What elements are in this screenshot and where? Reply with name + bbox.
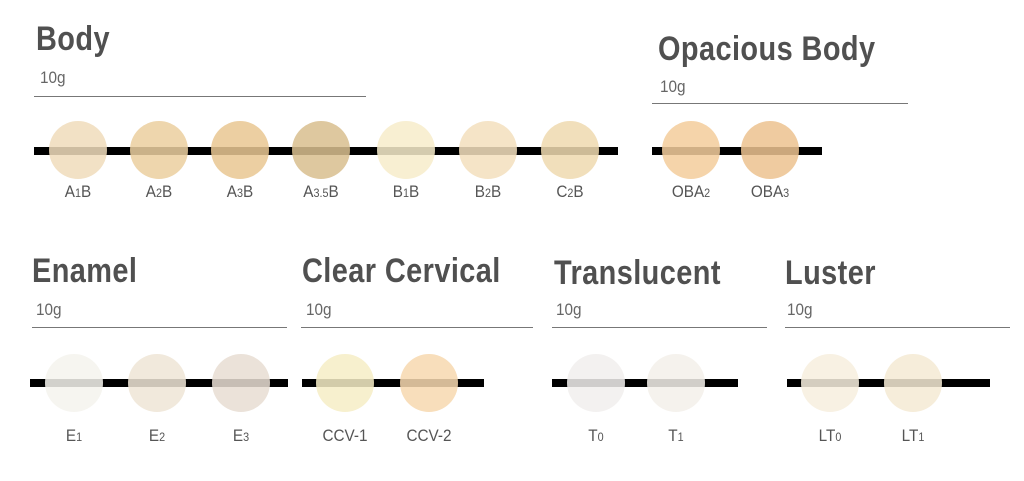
luster-weight: 10g: [787, 300, 813, 319]
shade-swatch: [377, 121, 435, 179]
shade-name: A: [303, 182, 314, 201]
shade-swatch: [459, 121, 517, 179]
shade-label: OBA2: [655, 182, 727, 202]
shade-subscript: 3.5: [313, 186, 329, 200]
shade-label: E2: [121, 426, 193, 446]
clear-cervical-title: Clear Cervical: [302, 252, 501, 290]
opacious-body-weight: 10g: [660, 77, 686, 96]
shade-swatch: [128, 354, 186, 412]
shade-subscript: 2: [484, 186, 492, 200]
shade-swatch: [541, 121, 599, 179]
opacious-body-divider: [652, 103, 908, 104]
body-divider: [34, 96, 366, 97]
shade-suffix: B: [328, 182, 339, 201]
shade-subscript: 3: [236, 186, 244, 200]
shade-name: CCV-2: [406, 426, 452, 445]
shade-name: A: [64, 182, 75, 201]
shade-name: E: [65, 426, 77, 445]
shade-name: A: [145, 182, 156, 201]
shade-swatch: [884, 354, 942, 412]
shade-label: CCV-1: [309, 426, 381, 446]
shade-name: C: [556, 182, 568, 201]
shade-label: T1: [640, 426, 712, 446]
shade-subscript: 3: [783, 186, 790, 200]
shade-subscript: 1: [402, 186, 410, 200]
enamel-divider: [32, 327, 287, 328]
enamel-weight: 10g: [36, 300, 62, 319]
shade-label: A2B: [123, 182, 195, 202]
body-title: Body: [36, 20, 110, 58]
shade-swatch: [212, 354, 270, 412]
shade-swatch: [316, 354, 374, 412]
shade-swatch: [130, 121, 188, 179]
shade-name: LT: [818, 426, 836, 445]
shade-swatch: [647, 354, 705, 412]
shade-subscript: 2: [567, 186, 574, 200]
shade-swatch: [567, 354, 625, 412]
shade-name: E: [232, 426, 244, 445]
shade-label: A3B: [204, 182, 276, 202]
shade-label: B1B: [370, 182, 442, 202]
shade-swatch: [400, 354, 458, 412]
shade-label: T0: [560, 426, 632, 446]
shade-label: A3.5B: [285, 182, 357, 202]
shade-suffix: B: [409, 182, 420, 201]
shade-name: B: [474, 182, 485, 201]
shade-subscript: 1: [677, 430, 684, 444]
shade-label: LT0: [794, 426, 866, 446]
luster-title: Luster: [785, 254, 876, 292]
shade-swatch: [662, 121, 720, 179]
shade-subscript: 1: [74, 186, 82, 200]
shade-label: E3: [205, 426, 277, 446]
shade-swatch: [741, 121, 799, 179]
clear-cervical-bar: [302, 379, 484, 387]
shade-subscript: 0: [835, 430, 842, 444]
body-weight: 10g: [40, 68, 66, 87]
translucent-bar: [552, 379, 738, 387]
opacious-body-bar: [652, 147, 822, 155]
shade-label: LT1: [877, 426, 949, 446]
clear-cervical-weight: 10g: [306, 300, 332, 319]
shade-swatch: [45, 354, 103, 412]
shade-suffix: B: [162, 182, 173, 201]
shade-name: B: [392, 182, 403, 201]
shade-label: CCV-2: [393, 426, 465, 446]
shade-label: E1: [38, 426, 110, 446]
shade-suffix: B: [491, 182, 502, 201]
shade-subscript: 2: [704, 186, 711, 200]
shade-label: C2B: [534, 182, 606, 202]
shade-swatch: [292, 121, 350, 179]
shade-name: OBA: [750, 182, 784, 201]
enamel-title: Enamel: [32, 252, 138, 290]
shade-name: CCV-1: [322, 426, 368, 445]
shade-subscript: 2: [155, 186, 163, 200]
opacious-body-title: Opacious Body: [658, 30, 876, 68]
translucent-divider: [552, 327, 767, 328]
shade-name: OBA: [671, 182, 705, 201]
clear-cervical-divider: [301, 327, 533, 328]
shade-swatch: [801, 354, 859, 412]
shade-label: A1B: [42, 182, 114, 202]
shade-subscript: 1: [918, 430, 925, 444]
shade-name: T: [668, 426, 678, 445]
shade-label: OBA3: [734, 182, 806, 202]
luster-divider: [785, 327, 1010, 328]
shade-subscript: 2: [159, 430, 166, 444]
shade-suffix: B: [81, 182, 92, 201]
translucent-title: Translucent: [554, 254, 721, 292]
shade-label: B2B: [452, 182, 524, 202]
shade-name: T: [588, 426, 598, 445]
shade-swatch: [211, 121, 269, 179]
shade-suffix: B: [573, 182, 584, 201]
shade-name: E: [148, 426, 160, 445]
translucent-weight: 10g: [556, 300, 582, 319]
shade-name: A: [226, 182, 237, 201]
shade-swatch: [49, 121, 107, 179]
shade-subscript: 3: [243, 430, 250, 444]
shade-name: LT: [901, 426, 919, 445]
shade-subscript: 1: [76, 430, 83, 444]
shade-subscript: 0: [597, 430, 604, 444]
shade-suffix: B: [243, 182, 254, 201]
